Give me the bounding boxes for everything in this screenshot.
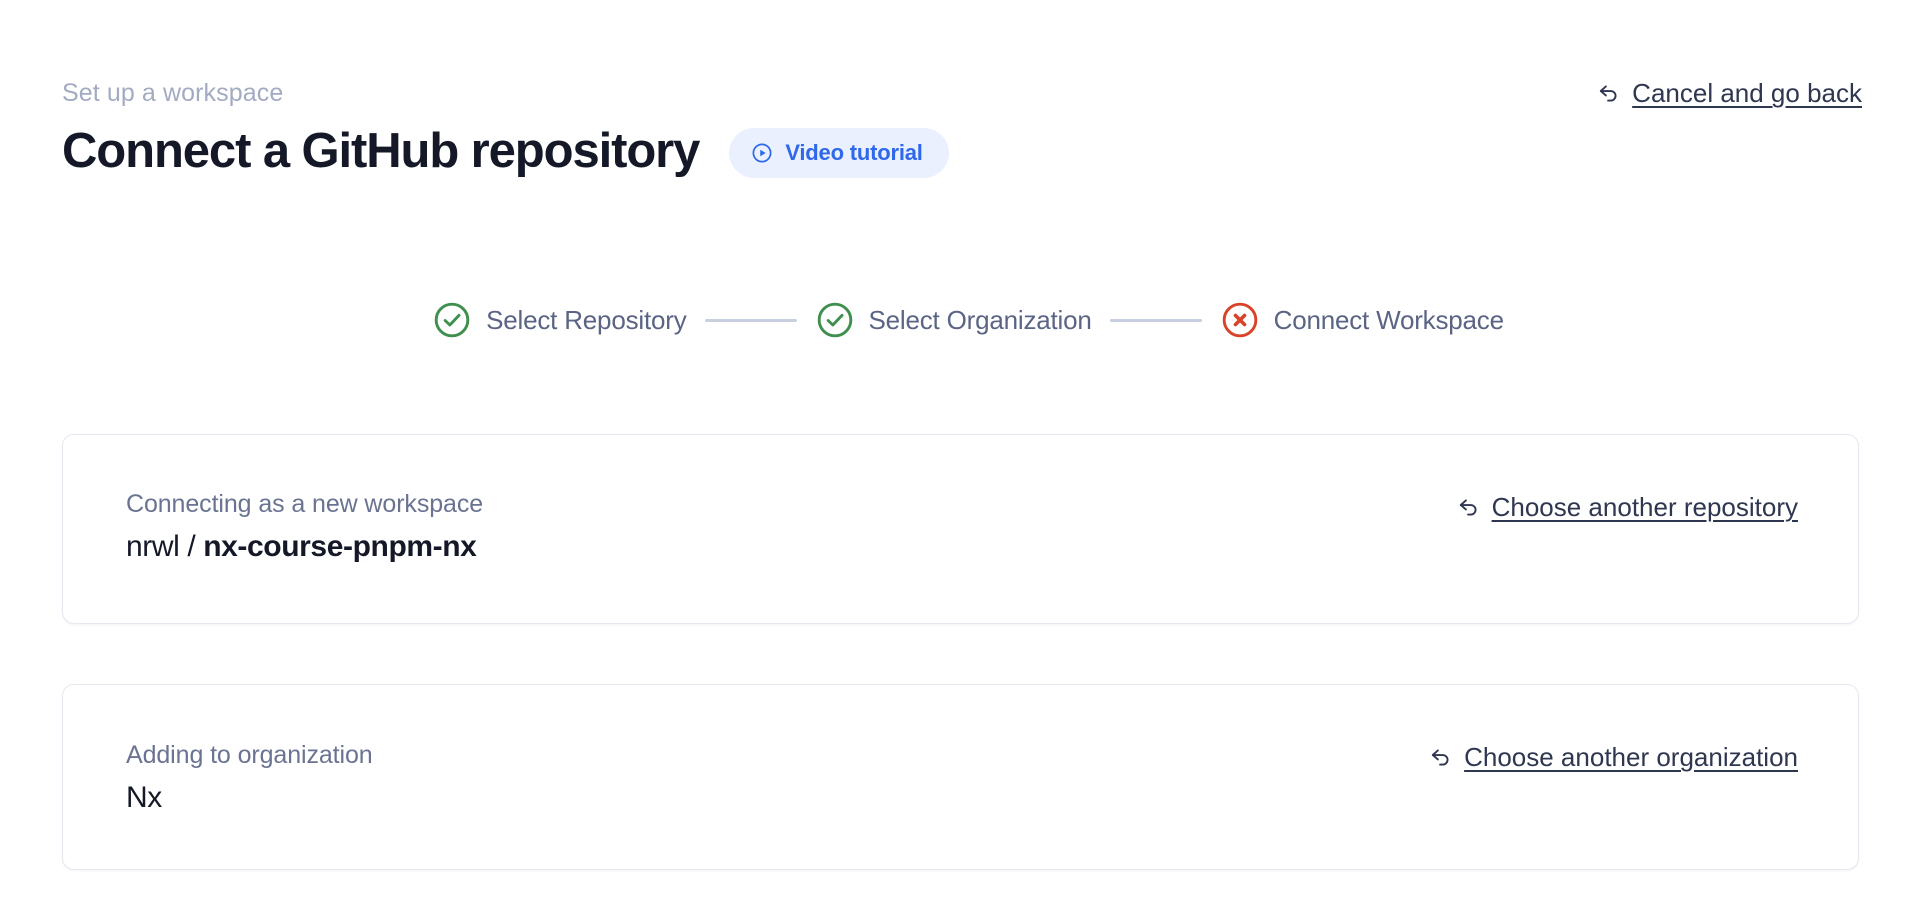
repository-summary-card: Connecting as a new workspace nrwl / nx-… <box>62 434 1859 624</box>
cancel-and-go-back-label: Cancel and go back <box>1632 78 1862 108</box>
stepper-connector-2 <box>1109 318 1202 322</box>
stepper-connector-1 <box>704 318 797 322</box>
step-label: Select Repository <box>486 305 687 335</box>
choose-another-organization-label: Choose another organization <box>1464 742 1798 772</box>
repository-caption: Connecting as a new workspace <box>126 490 484 518</box>
x-circle-icon <box>1220 300 1260 340</box>
repository-owner: nrwl <box>126 530 180 563</box>
repository-name: nx-course-pnpm-nx <box>203 530 477 563</box>
page-title: Connect a GitHub repository <box>62 124 700 178</box>
choose-another-repository-label: Choose another repository <box>1491 492 1798 522</box>
check-circle-icon <box>432 300 472 340</box>
step-select-organization[interactable]: Select Organization <box>815 300 1092 340</box>
repository-separator: / <box>179 530 204 563</box>
video-tutorial-label: Video tutorial <box>785 140 923 165</box>
breadcrumb-eyebrow: Set up a workspace <box>62 79 284 107</box>
back-arrow-icon <box>1456 495 1481 520</box>
play-circle-icon <box>751 142 773 164</box>
page-header: Set up a workspace Connect a GitHub repo… <box>62 78 1862 208</box>
step-select-repository[interactable]: Select Repository <box>432 300 687 340</box>
cancel-and-go-back-link[interactable]: Cancel and go back <box>1596 78 1862 108</box>
back-arrow-icon <box>1428 745 1453 770</box>
choose-another-repository-link[interactable]: Choose another repository <box>1456 492 1798 522</box>
organization-value: Nx <box>126 780 373 816</box>
title-row: Connect a GitHub repository Video tutori… <box>62 122 1862 180</box>
choose-another-organization-link[interactable]: Choose another organization <box>1428 742 1798 772</box>
step-label: Connect Workspace <box>1273 305 1504 335</box>
check-circle-icon <box>815 300 855 340</box>
organization-name: Nx <box>126 781 162 814</box>
step-label: Select Organization <box>868 305 1092 335</box>
step-connect-workspace[interactable]: Connect Workspace <box>1220 300 1504 340</box>
organization-summary-text: Adding to organization Nx <box>126 740 373 816</box>
organization-summary-card: Adding to organization Nx Choose another… <box>62 684 1859 870</box>
organization-caption: Adding to organization <box>126 741 373 769</box>
video-tutorial-button[interactable]: Video tutorial <box>729 128 949 178</box>
repository-summary-text: Connecting as a new workspace nrwl / nx-… <box>126 489 483 565</box>
back-arrow-icon <box>1596 81 1621 106</box>
repository-value: nrwl / nx-course-pnpm-nx <box>126 529 483 565</box>
progress-stepper: Select Repository Select Organization <box>0 300 1924 340</box>
